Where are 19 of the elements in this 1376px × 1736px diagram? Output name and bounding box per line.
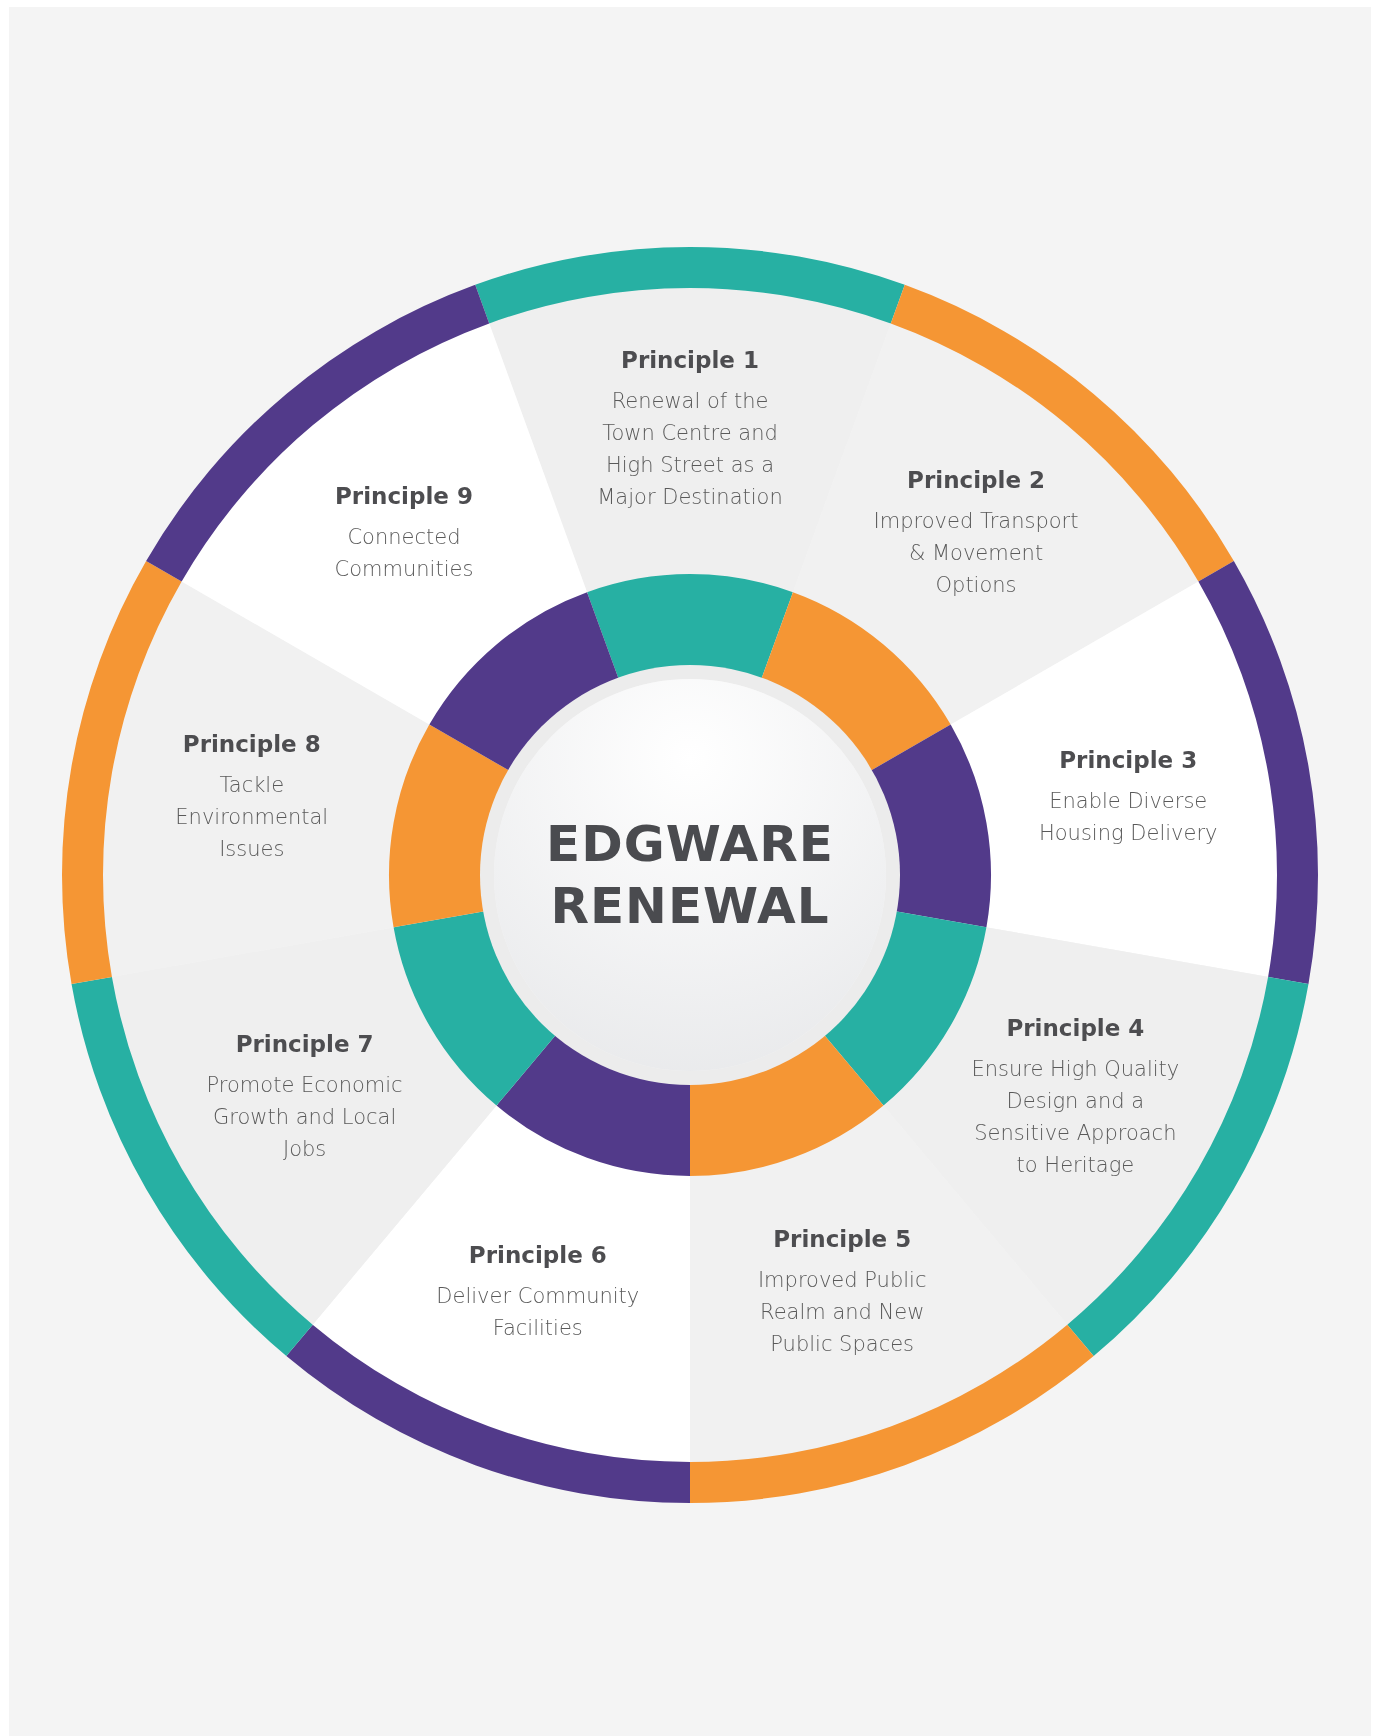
principle-heading: Principle 8 xyxy=(181,730,322,757)
principle-description: Renewal of the Town Centre and High Street as a Major Destination xyxy=(596,388,784,511)
principle-description: Improved Transport & Movement Options xyxy=(872,508,1080,600)
principle-heading: Principle 6 xyxy=(467,1242,608,1269)
title-text: EDGWARE RENEWAL xyxy=(545,814,835,937)
principle-heading: Principle 9 xyxy=(334,483,474,510)
principle-description: Promote Economic Growth and Local Jobs xyxy=(205,1071,404,1163)
principle-heading: Principle 4 xyxy=(1005,1014,1146,1041)
principle-heading: Principle 1 xyxy=(620,347,760,373)
principle-description: Ensure High Quality Design and a Sensitive Approach to Heritage xyxy=(970,1055,1181,1179)
principle-heading: Principle 5 xyxy=(772,1226,913,1253)
principle-heading: Principle 3 xyxy=(1058,746,1199,773)
principle-description: Deliver Community Facilities xyxy=(435,1283,641,1343)
principle-description: Tackle Environmental Issues xyxy=(174,771,330,863)
principle-heading: Principle 7 xyxy=(234,1030,375,1057)
principle-heading: Principle 2 xyxy=(906,467,1046,494)
principle-description: Improved Public Realm and New Public Spaces xyxy=(756,1267,928,1359)
principle-description: Enable Diverse Housing Delivery xyxy=(1038,787,1219,847)
principle-description: Connected Communities xyxy=(333,524,475,584)
